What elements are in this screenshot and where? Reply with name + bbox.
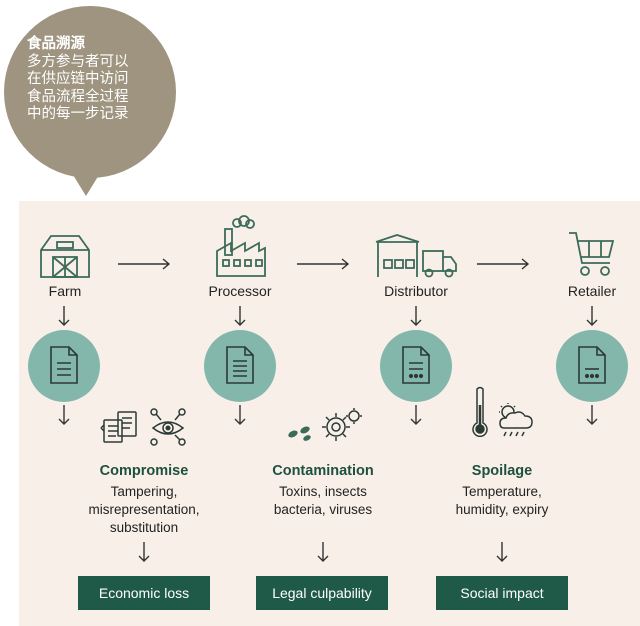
down-arrow [234, 306, 246, 326]
risk-desc-spoilage: Temperature, humidity, expiry [422, 483, 582, 519]
warehouse-truck-icon [375, 234, 457, 278]
risk-desc-line: Tampering, [110, 484, 178, 499]
shopping-cart-icon [569, 232, 615, 276]
down-arrow [410, 306, 422, 326]
document-icon [50, 346, 78, 384]
callout-tail [70, 170, 102, 196]
diagram-panel [19, 201, 640, 626]
risk-desc-contamination: Toxins, insects bacteria, viruses [243, 483, 403, 519]
record-circle-processor [204, 330, 276, 402]
down-arrow [58, 306, 70, 326]
impact-box-social-impact: Social impact [436, 576, 568, 610]
impact-box-economic-loss: Economic loss [78, 576, 210, 610]
factory-icon [216, 215, 266, 277]
thermometer-icon [472, 386, 488, 438]
callout-text: 食品溯源 多方参与者可以 在供应链中访问 食品流程全过程 中的每一步记录 [27, 36, 167, 124]
flow-arrow [118, 258, 171, 270]
stage-label-processor: Processor [208, 283, 272, 299]
down-arrow [586, 405, 598, 425]
insects-icon [288, 426, 311, 441]
callout-line: 中的每一步记录 [27, 106, 129, 122]
document-icon [226, 346, 254, 384]
risk-title-spoilage: Spoilage [471, 463, 533, 479]
risk-title-contamination: Contamination [272, 463, 374, 479]
barn-icon [40, 235, 90, 278]
down-arrow [586, 306, 598, 326]
record-circle-farm [28, 330, 100, 402]
record-circle-retailer [556, 330, 628, 402]
down-arrow [317, 542, 329, 562]
callout-bubble [4, 6, 176, 178]
risk-desc-line: substitution [109, 520, 179, 535]
stage-label-distributor: Distributor [384, 283, 448, 299]
callout-line: 食品流程全过程 [27, 88, 129, 105]
cloud-rain-icon [499, 403, 533, 437]
down-arrow [138, 542, 150, 562]
impact-box-legal-culpability: Legal culpability [256, 576, 388, 610]
risk-title-compromise: Compromise [99, 463, 189, 479]
risk-desc-compromise: Tampering, misrepresentation, substituti… [64, 483, 224, 537]
document-icon [578, 346, 606, 384]
callout-line: 在供应链中访问 [27, 71, 129, 87]
risk-desc-line: bacteria, viruses [273, 502, 373, 517]
stage-label-farm: Farm [48, 283, 82, 299]
down-arrow [58, 405, 70, 425]
stage-label-retailer: Retailer [567, 283, 617, 299]
flow-arrow [477, 258, 530, 270]
flow-arrow [297, 258, 350, 270]
tampered-document-icon [100, 411, 137, 443]
risk-desc-line: misrepresentation, [88, 502, 200, 517]
risk-desc-line: humidity, expiry [455, 502, 549, 517]
document-icon [402, 346, 430, 384]
record-circle-distributor [380, 330, 452, 402]
bacteria-icon [322, 408, 362, 441]
callout-title: 食品溯源 [27, 36, 85, 52]
down-arrow [234, 405, 246, 425]
risk-desc-line: Toxins, insects [279, 484, 367, 499]
callout-line: 多方参与者可以 [27, 53, 129, 70]
eye-network-icon [150, 408, 186, 446]
down-arrow [496, 542, 508, 562]
risk-desc-line: Temperature, [462, 484, 542, 499]
down-arrow [410, 405, 422, 425]
